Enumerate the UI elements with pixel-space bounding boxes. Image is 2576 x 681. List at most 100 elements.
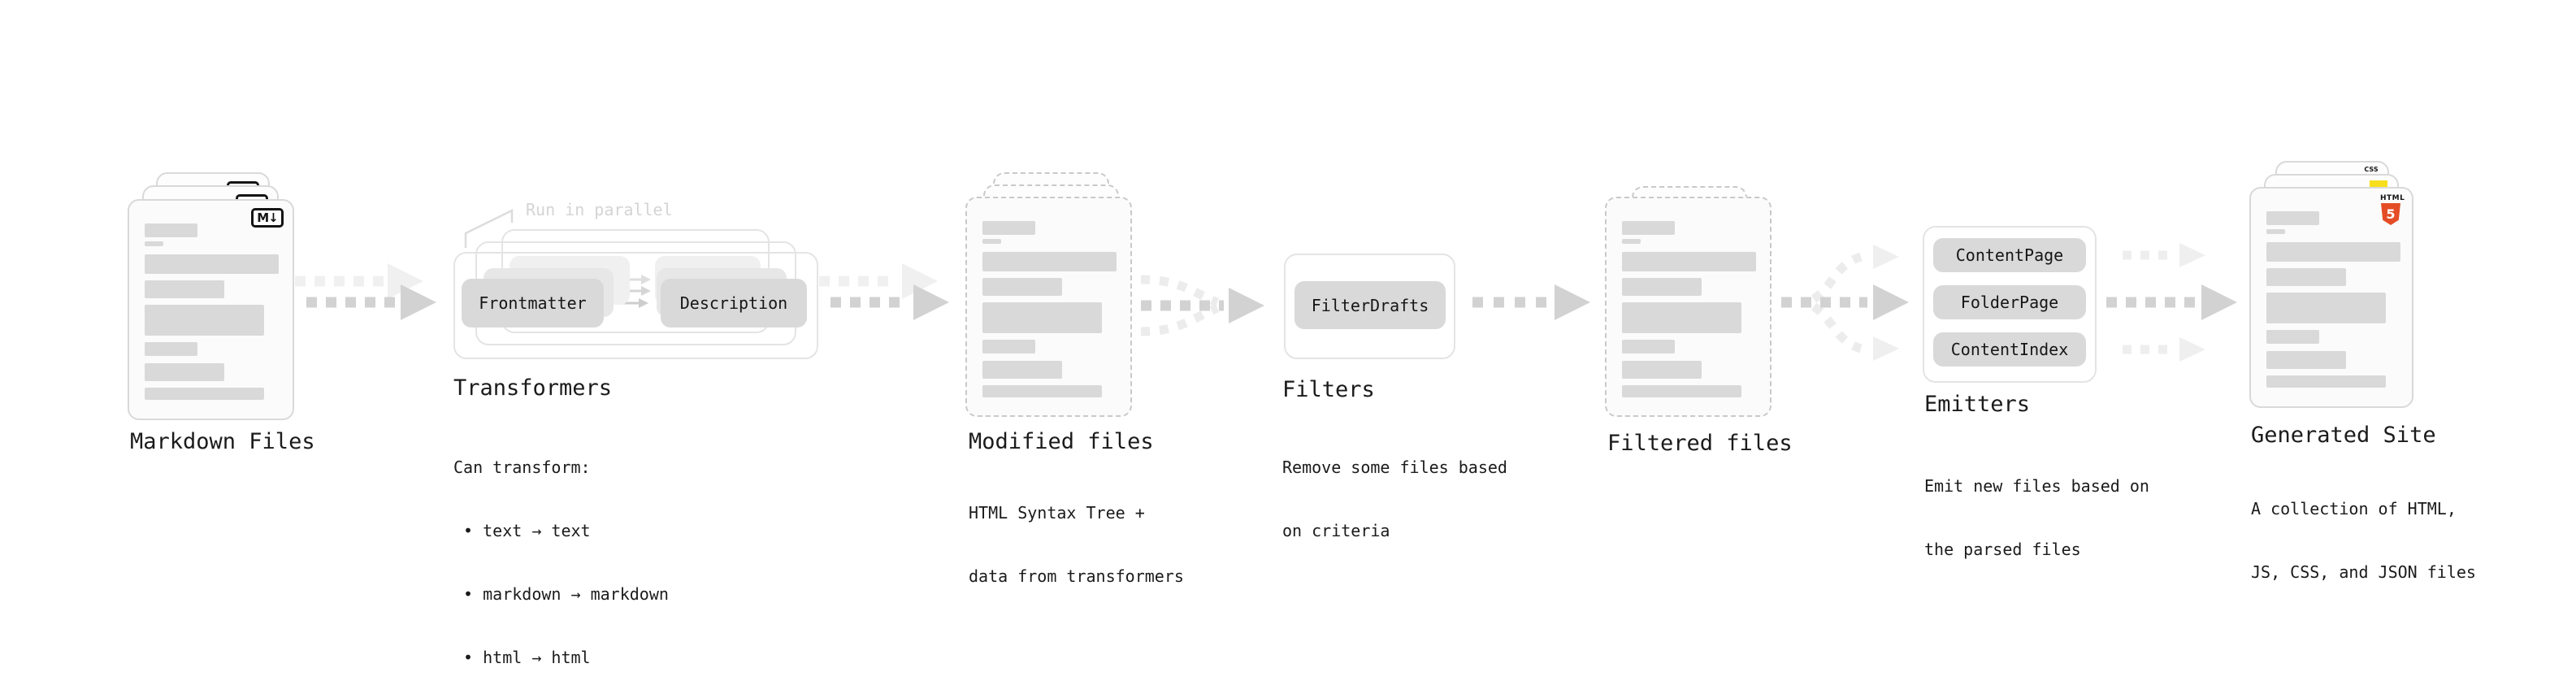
description-line: Remove some files based (1282, 458, 1507, 477)
markdown-files-label: Markdown Files (130, 429, 315, 454)
arrow-filtered-to-emitters (1781, 245, 1909, 361)
text-bar (982, 340, 1035, 354)
description-line: • markdown → markdown (453, 584, 669, 604)
contentindex-emitter-pill: ContentIndex (1933, 332, 2086, 367)
filtered-file-card (1605, 197, 1772, 417)
text-bar (1622, 361, 1702, 379)
html5-icon: HTML 5 (2380, 194, 2405, 225)
html5-icon-label: HTML (2380, 194, 2405, 202)
text-bar (145, 223, 197, 237)
arrow-head-top (2179, 243, 2205, 267)
text-bar (1622, 221, 1675, 235)
text-bar (2266, 375, 2386, 388)
html5-icon-number: 5 (2386, 206, 2396, 222)
filters-description: Remove some files based on criteria (1282, 414, 1507, 583)
folderpage-emitter-pill: FolderPage (1933, 285, 2086, 319)
mini-arrow-head (639, 298, 648, 308)
mini-arrow-head (641, 286, 651, 296)
emitters-description: Emit new files based on the parsed files (1924, 433, 2149, 602)
transformers-description: Can transform: • text → text • markdown … (453, 414, 669, 681)
diverge-curve-bottom (1811, 302, 1863, 354)
arrow-markdown-to-transformers (295, 263, 436, 320)
filters-label: Filters (1282, 377, 1375, 402)
description-line: data from transformers (969, 566, 1184, 586)
text-bar (145, 388, 264, 400)
modified-files-description: HTML Syntax Tree + data from transformer… (969, 460, 1184, 629)
file-content-bars (982, 221, 1117, 397)
text-bar (2266, 293, 2386, 323)
arrow-head (913, 284, 949, 320)
description-line: Emit new files based on (1924, 476, 2149, 496)
text-bar (2266, 268, 2346, 286)
description-line: on criteria (1282, 521, 1390, 540)
arrow-head (401, 284, 436, 320)
transformers-box (453, 252, 818, 359)
text-bar (982, 278, 1062, 296)
modified-file-card (965, 197, 1132, 417)
file-content-bars (2266, 211, 2400, 388)
css-icon-label: CSS (2364, 166, 2379, 173)
description-line: • html → html (453, 648, 591, 667)
arrow-head-ghost (388, 263, 423, 299)
description-line: Can transform: (453, 458, 591, 477)
contentpage-emitter-pill: ContentPage (1933, 238, 2086, 272)
text-bar (982, 252, 1117, 271)
file-content-bars (145, 223, 279, 400)
filterdrafts-pill: FilterDrafts (1295, 281, 1446, 329)
arrow-head-bottom (1873, 336, 1899, 361)
text-bar (145, 280, 224, 298)
text-bar (982, 239, 1001, 244)
text-bar (982, 302, 1102, 333)
description-line: HTML Syntax Tree + (969, 503, 1145, 523)
text-bar (2266, 211, 2319, 225)
description-transformer-pill: Description (661, 279, 807, 327)
arrow-head (1555, 284, 1590, 320)
generated-site-label: Generated Site (2251, 423, 2436, 448)
text-bar (982, 221, 1035, 235)
arrow-head-top (1873, 245, 1899, 269)
generated-site-description: A collection of HTML, JS, CSS, and JSON … (2251, 456, 2476, 625)
frontmatter-transformer-pill: Frontmatter (462, 279, 604, 327)
description-line: • text → text (453, 521, 591, 540)
text-bar (145, 305, 264, 336)
arrow-head (1873, 284, 1909, 320)
arrow-emitters-to-generated (2106, 243, 2237, 362)
description-line: A collection of HTML, (2251, 499, 2457, 518)
mini-arrow-head (641, 275, 651, 284)
text-bar (145, 254, 279, 274)
markdown-file-card: M↓ (128, 199, 294, 420)
text-bar (1622, 385, 1741, 397)
text-bar (145, 363, 224, 381)
text-bar (2266, 229, 2285, 234)
text-bar (2266, 242, 2400, 262)
arrow-transformers-to-modified (819, 263, 949, 320)
diverge-curve-top (1811, 252, 1863, 303)
transformers-label: Transformers (453, 375, 613, 401)
arrow-filters-to-filtered (1472, 284, 1590, 320)
text-bar (1622, 340, 1675, 354)
text-bar (145, 241, 163, 246)
description-line: JS, CSS, and JSON files (2251, 562, 2476, 582)
description-line: the parsed files (1924, 540, 2081, 559)
markdown-icon: M↓ (251, 208, 284, 228)
arrow-head-ghost (902, 263, 938, 299)
run-in-parallel-note: Run in parallel (526, 200, 673, 219)
filtered-files-label: Filtered files (1607, 431, 1793, 456)
text-bar (1622, 302, 1741, 333)
text-bar (1622, 278, 1702, 296)
text-bar (982, 361, 1062, 379)
text-bar (145, 342, 197, 356)
modified-files-label: Modified files (969, 429, 1154, 454)
text-bar (2266, 330, 2319, 344)
converge-curve-bottom (1140, 303, 1220, 336)
arrow-head-bottom (2179, 337, 2205, 362)
text-bar (1622, 252, 1756, 271)
converge-curve-top (1140, 275, 1220, 307)
arrow-head (1229, 288, 1264, 323)
arrow-head-middle (2201, 284, 2237, 320)
text-bar (2266, 351, 2346, 369)
file-content-bars (1622, 221, 1756, 397)
